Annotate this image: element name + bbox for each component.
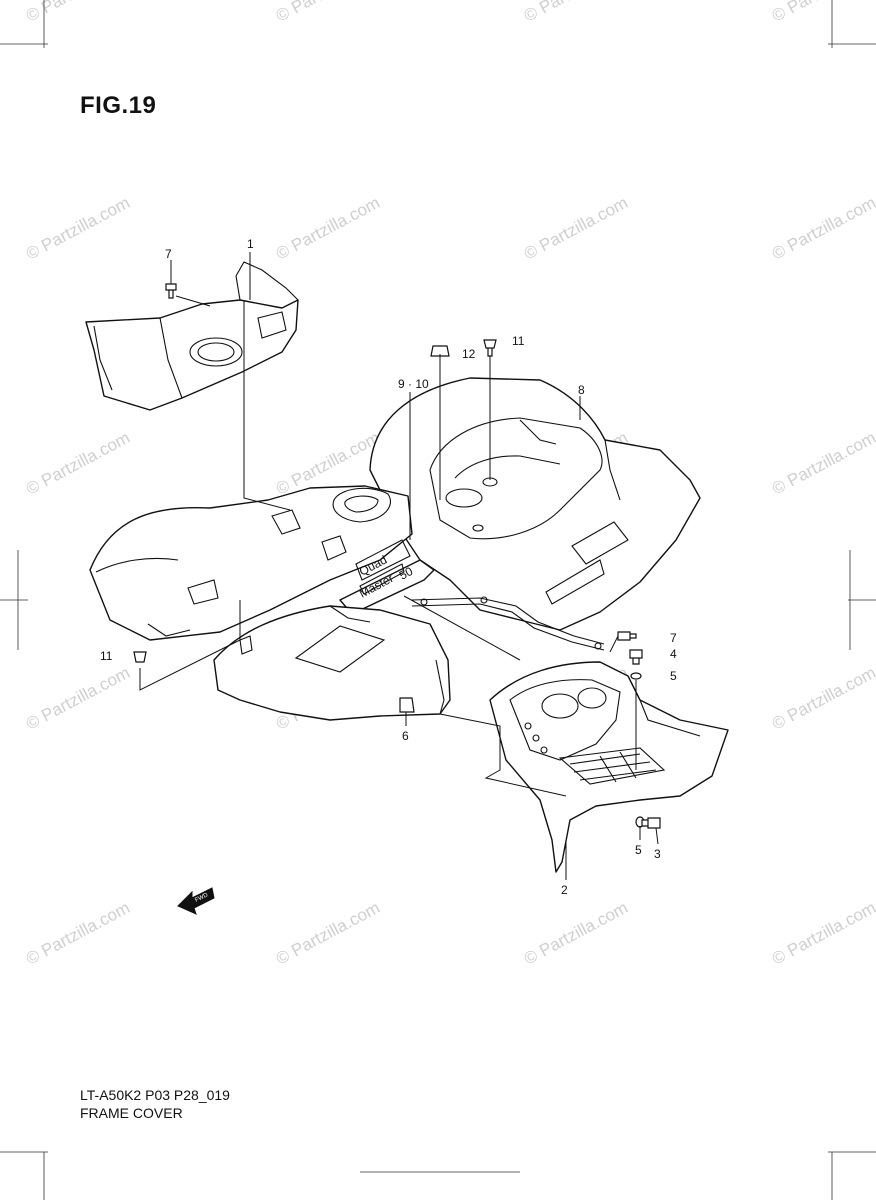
watermark-text: © Partzilla.com bbox=[521, 193, 631, 264]
watermark-text: © Partzilla.com bbox=[769, 193, 876, 264]
watermark-text: © Partzilla.com bbox=[23, 428, 133, 499]
grommet-6 bbox=[399, 697, 415, 713]
callout-9-10: 9 · 10 bbox=[398, 377, 429, 391]
callout-7-top: 7 bbox=[165, 247, 172, 261]
clip-11-top bbox=[483, 339, 497, 357]
watermark-text: © Partzilla.com bbox=[273, 0, 383, 26]
fwd-label: FWD bbox=[194, 892, 210, 904]
watermark-text: © Partzilla.com bbox=[521, 898, 631, 969]
stay-bar[interactable] bbox=[411, 596, 605, 651]
callout-6: 6 bbox=[402, 729, 409, 743]
watermark-text: © Partzilla.com bbox=[769, 0, 876, 26]
callout-7-right: 7 bbox=[670, 631, 677, 645]
callout-numbers: 1 2 3 4 5 5 6 7 7 8 9 · 10 11 11 12 bbox=[100, 237, 677, 897]
callout-5-lower: 5 bbox=[635, 843, 642, 857]
watermark-text: © Partzilla.com bbox=[769, 663, 876, 734]
front-fender[interactable] bbox=[89, 485, 413, 641]
callout-8: 8 bbox=[578, 383, 585, 397]
clip-11-left bbox=[133, 651, 147, 663]
watermark-text: © Partzilla.com bbox=[23, 193, 133, 264]
hardware bbox=[133, 283, 661, 829]
callout-4: 4 bbox=[670, 647, 677, 661]
watermark-text: © Partzilla.com bbox=[769, 898, 876, 969]
footer-code: LT-A50K2 P03 P28_019 bbox=[80, 1087, 230, 1103]
callout-2: 2 bbox=[561, 883, 568, 897]
callout-1: 1 bbox=[247, 237, 254, 251]
front-upper-cover[interactable] bbox=[85, 261, 299, 411]
watermark-text: © Partzilla.com bbox=[769, 428, 876, 499]
screw-7-top bbox=[165, 283, 177, 299]
callout-5-upper: 5 bbox=[670, 669, 677, 683]
bolt-4 bbox=[629, 649, 643, 665]
nut-12 bbox=[430, 345, 450, 357]
watermark-text: © Partzilla.com bbox=[23, 0, 133, 26]
watermark-text: © Partzilla.com bbox=[23, 898, 133, 969]
screw-7-right bbox=[617, 631, 637, 641]
bolt-3 bbox=[641, 817, 661, 829]
side-fender-panel[interactable] bbox=[213, 605, 451, 721]
footer-name: FRAME COVER bbox=[80, 1105, 183, 1121]
callout-12: 12 bbox=[462, 347, 476, 361]
callout-11-top: 11 bbox=[512, 334, 525, 348]
footrest-floorboard[interactable] bbox=[489, 661, 729, 873]
decal-badge: 50 bbox=[397, 564, 416, 583]
watermark-text: © Partzilla.com bbox=[521, 0, 631, 26]
washer-5-upper bbox=[630, 672, 642, 680]
watermark-text: © Partzilla.com bbox=[273, 193, 383, 264]
watermark-text: © Partzilla.com bbox=[23, 663, 133, 734]
rear-fender[interactable] bbox=[369, 377, 701, 631]
callout-3: 3 bbox=[654, 847, 661, 861]
figure-title: FIG.19 bbox=[80, 92, 157, 119]
quad-master-decal: Quad Master 50 bbox=[339, 539, 435, 615]
leader-lines bbox=[139, 252, 659, 880]
callout-11-left: 11 bbox=[100, 649, 113, 663]
fwd-arrow: FWD bbox=[177, 887, 215, 915]
watermark-text: © Partzilla.com bbox=[273, 898, 383, 969]
